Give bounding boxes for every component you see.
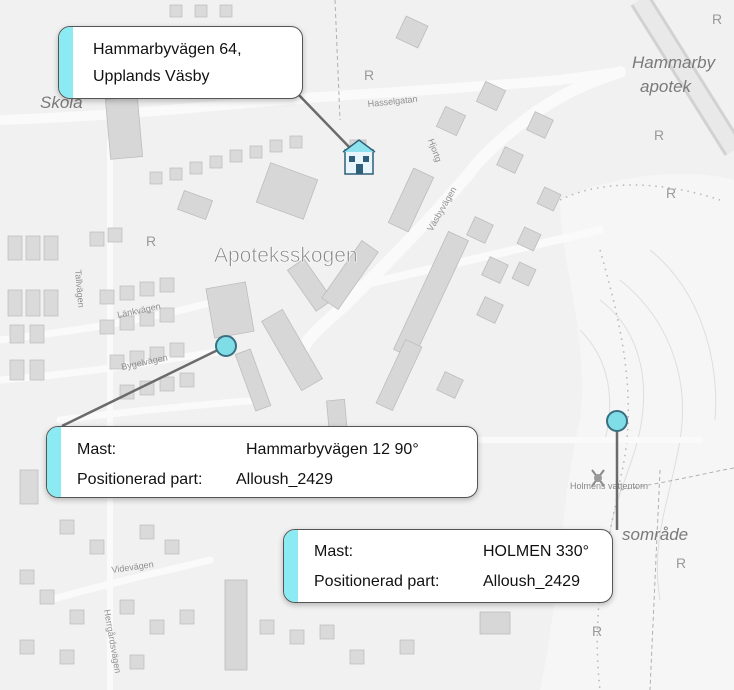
place-label-apotek: apotek xyxy=(640,77,693,96)
mast-info-callout: Mast: HOLMEN 330° Positionerad part: All… xyxy=(283,529,613,603)
address-line-2: Upplands Väsby xyxy=(93,68,210,85)
place-label-apoteksskogen: Apoteksskogen xyxy=(214,244,358,267)
place-label-hammarby: Hammarby xyxy=(632,53,717,72)
callout-accent-stripe xyxy=(59,27,73,98)
mast-label: Mast: xyxy=(77,441,117,458)
map-symbol-r: R xyxy=(146,233,156,249)
positioned-part-label: Positionerad part: xyxy=(77,471,203,488)
mast-value: Hammarbyvägen 12 90° xyxy=(246,441,419,458)
map-symbol-r: R xyxy=(364,67,374,83)
water-tower-icon xyxy=(591,469,605,487)
mast-leader-line-1 xyxy=(61,344,227,428)
mast-info-callout: Mast: Hammarbyvägen 12 90° Positionerad … xyxy=(46,426,478,498)
mast-value: HOLMEN 330° xyxy=(483,543,589,560)
place-label-holmen-vattentorn: Holmens vattentorn xyxy=(570,481,648,491)
address-line-1: Hammarbyvägen 64, xyxy=(93,41,242,58)
address-leader-line xyxy=(295,91,353,151)
mast-label: Mast: xyxy=(314,543,354,560)
positioned-part-label: Positionerad part: xyxy=(314,573,440,590)
mast-marker-holmen[interactable] xyxy=(606,410,628,432)
map-symbol-r: R xyxy=(654,127,664,143)
address-callout: Hammarbyvägen 64, Upplands Väsby xyxy=(58,26,303,99)
mast-marker-hammarbyvagen[interactable] xyxy=(215,335,237,357)
building-icon[interactable] xyxy=(342,139,376,175)
map-symbol-r: R xyxy=(592,623,602,639)
map-symbol-r: R xyxy=(712,11,722,27)
map-symbol-r: R xyxy=(676,555,686,571)
street-label-tallvagen: Tallvägen xyxy=(73,269,86,308)
callout-accent-stripe xyxy=(47,427,61,497)
positioned-part-value: Alloush_2429 xyxy=(483,573,580,590)
map-symbol-r: R xyxy=(666,185,676,201)
positioned-part-value: Alloush_2429 xyxy=(236,471,333,488)
callout-accent-stripe xyxy=(284,530,298,602)
place-label-omrade: sområde xyxy=(622,525,688,544)
